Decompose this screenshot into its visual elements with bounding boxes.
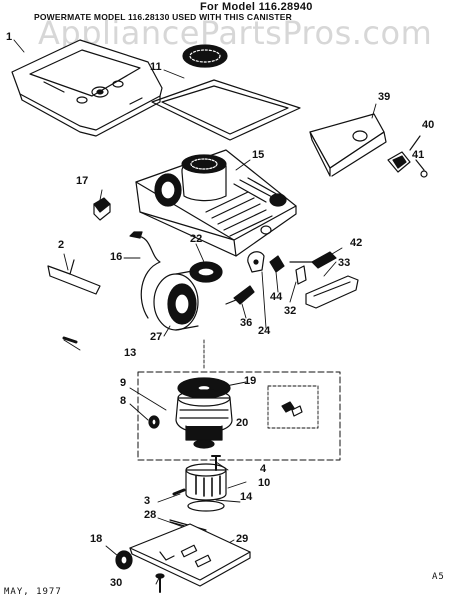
- callout-16: 16: [110, 251, 123, 263]
- callout-24: 24: [258, 325, 271, 337]
- callout-8: 8: [120, 395, 127, 407]
- part-3-clip: [172, 488, 186, 496]
- callout-2: 2: [58, 239, 65, 251]
- callout-30: 30: [110, 577, 123, 589]
- part-14-gasket: [187, 500, 225, 512]
- part-13-pin: [62, 336, 78, 344]
- callout-39: 39: [378, 91, 391, 103]
- part-33-bumper: [305, 275, 359, 309]
- callout-42: 42: [350, 237, 363, 249]
- part-27-cord-reel: [153, 269, 199, 331]
- part-2-bracket: [47, 259, 101, 295]
- callout-41: 41: [412, 149, 425, 161]
- part-8-bushing: [148, 415, 160, 429]
- part-9-motor: [175, 389, 233, 449]
- callout-18: 18: [90, 533, 103, 545]
- part-22-ring: [189, 261, 223, 283]
- callout-13: 13: [124, 347, 137, 359]
- footer-date: MAY, 1977: [4, 587, 62, 597]
- part-10-motor-base: [185, 463, 227, 501]
- callout-29: 29: [236, 533, 249, 545]
- part-44-32-24-clips: [247, 251, 307, 285]
- part-18-wheel: [115, 550, 133, 570]
- part-1-top-cover: [11, 39, 163, 137]
- part-30-screw: [155, 573, 165, 593]
- callout-9: 9: [120, 377, 127, 389]
- callout-17: 17: [76, 175, 89, 187]
- callout-14: 14: [240, 491, 253, 503]
- callout-11: 11: [150, 61, 162, 73]
- part-36-plug: [225, 285, 255, 305]
- callout-28: 28: [144, 509, 157, 521]
- callout-33: 33: [338, 257, 351, 269]
- callout-44: 44: [270, 291, 283, 303]
- part-19-fan-disk: [177, 377, 231, 399]
- part-11-gasket: [151, 79, 301, 141]
- diagram-title: For Model 116.28940: [200, 1, 313, 13]
- callout-22: 22: [190, 233, 203, 245]
- part-20-brushes: [281, 401, 303, 417]
- callout-32: 32: [284, 305, 297, 317]
- diagram-subtitle: POWERMATE MODEL 116.28130 USED WITH THIS…: [34, 12, 292, 22]
- callout-1: 1: [6, 31, 13, 43]
- part-4-screw: [211, 455, 221, 471]
- motor-assembly-box: [137, 371, 341, 461]
- part-17-switch: [93, 197, 111, 221]
- part-16-cord: [129, 231, 161, 319]
- detail-20-box: [267, 385, 319, 429]
- part-42-connector: [289, 251, 337, 269]
- callout-19: 19: [244, 375, 257, 387]
- callout-27: 27: [150, 331, 163, 343]
- footer-code: A5: [432, 572, 445, 582]
- callout-3: 3: [144, 495, 151, 507]
- callout-40: 40: [422, 119, 435, 131]
- filter-disk: [182, 44, 228, 68]
- callout-20: 20: [236, 417, 249, 429]
- part-39-bag-holder: [309, 113, 387, 177]
- part-40-41-latch: [387, 135, 428, 178]
- callout-36: 36: [240, 317, 253, 329]
- callout-10: 10: [258, 477, 271, 489]
- callout-15: 15: [252, 149, 265, 161]
- callout-4: 4: [260, 463, 267, 475]
- part-15-canister-housing: [135, 149, 297, 257]
- part-29-base-plate: [129, 523, 251, 587]
- watermark: AppliancePartsPros.com: [38, 14, 433, 52]
